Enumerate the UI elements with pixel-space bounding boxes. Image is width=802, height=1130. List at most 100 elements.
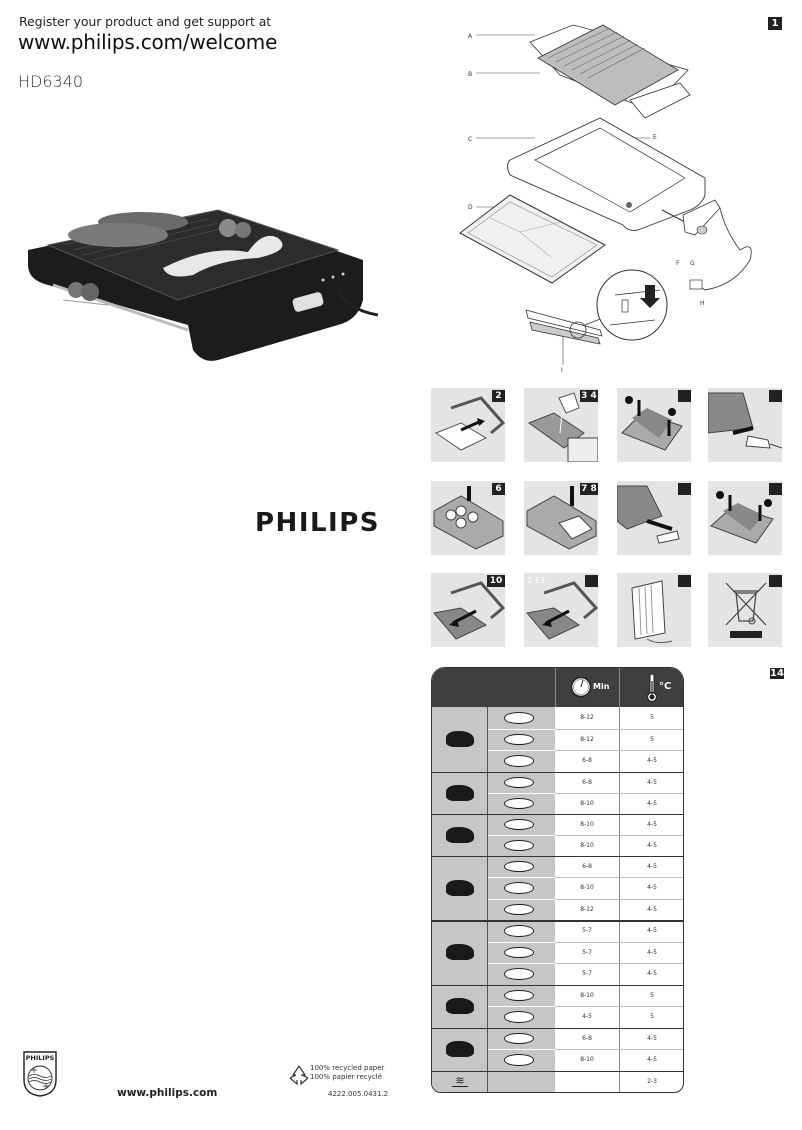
welcome-url[interactable]: www.philips.com/welcome [18, 30, 278, 54]
lamb-leg-icon [504, 818, 534, 830]
temperature-setting: 5 [650, 991, 654, 999]
temperature-setting: 5 [650, 1013, 654, 1021]
svg-text:F: F [676, 260, 680, 267]
pig-icon [446, 784, 474, 801]
thin-sausage-icon [504, 1032, 534, 1044]
product-photo [28, 209, 378, 361]
step-badge [678, 575, 691, 587]
cooking-time: 3-4 [555, 1092, 619, 1093]
step-badge [769, 483, 782, 495]
svg-text:2 13: 2 13 [527, 576, 545, 585]
svg-text:PHILIPS: PHILIPS [26, 1054, 55, 1062]
weee-bin-icon [725, 582, 767, 638]
model-number: HD6340 [18, 72, 84, 91]
cooking-time: 5-7 [582, 948, 592, 956]
cooking-time: 8-10 [580, 884, 594, 892]
fish-icon [446, 944, 474, 961]
temperature-setting: 5 [650, 714, 654, 722]
step-panel [708, 481, 782, 555]
step-badge: 3 4 [580, 390, 598, 402]
svg-text:D: D [468, 204, 473, 211]
step-panel: 7 8 [524, 481, 598, 555]
svg-text:B: B [468, 71, 472, 78]
pork-chops-icon [504, 797, 534, 809]
temperature-setting: 4-5 [647, 1056, 657, 1064]
lamb-icon [446, 826, 474, 843]
cooking-time: 8-12 [580, 735, 594, 743]
temperature-setting: 4-5 [647, 905, 657, 913]
step-panel: 2 13 [524, 573, 598, 647]
cooking-time: 6-8 [582, 778, 592, 786]
step-badge: 2 [492, 390, 505, 402]
chicken-icon [446, 879, 474, 896]
temperature-setting: 4-5 [647, 970, 657, 978]
step-panel [617, 573, 691, 647]
lamb-chops-icon [504, 839, 534, 851]
figure-number-badge: 14 [770, 668, 784, 679]
cooking-time: 5-7 [582, 927, 592, 935]
recycled-paper-en: 100% recycled paper [310, 1064, 385, 1072]
temperature-setting: 4-5 [647, 820, 657, 828]
step-badge [769, 390, 782, 402]
step-panel [617, 388, 691, 462]
step-panel [708, 573, 782, 647]
register-text: Register your product and get support at [19, 14, 272, 29]
step-badge: 10 [487, 575, 505, 587]
document-number: 4222.005.0431.2 [328, 1090, 389, 1098]
svg-text:G: G [690, 260, 695, 267]
step-badge: 7 8 [580, 483, 598, 495]
shrimp-icon [504, 968, 534, 980]
step-badge: 6 [492, 483, 505, 495]
temperature-setting: 4-5 [647, 948, 657, 956]
chicken-wing-icon [504, 882, 534, 894]
thermometer-icon [646, 673, 658, 703]
philips-wordmark: PHILIPS [255, 508, 381, 538]
fish-fillet-icon [504, 946, 534, 958]
burgers-icon [504, 755, 534, 767]
svg-text:A: A [468, 33, 473, 40]
chicken-fillet-icon [504, 860, 534, 872]
svg-text:E: E [653, 134, 657, 141]
cooking-time: 6-8 [582, 862, 592, 870]
heat-icon: ≋ [452, 1074, 468, 1087]
step-panel: 2 [431, 388, 505, 462]
cooking-time: 8-10 [580, 820, 594, 828]
cooking-time: 6-8 [582, 1034, 592, 1042]
thick-sausage-icon [504, 1054, 534, 1066]
temperature-setting: 4-5 [647, 799, 657, 807]
cooking-time: 8-10 [580, 841, 594, 849]
temperature-setting: 4-5 [647, 778, 657, 786]
parts-diagram: A B C D E F G H I [459, 24, 752, 374]
steak-bone-icon [504, 712, 534, 724]
temperature-setting: 2-3 [647, 1077, 657, 1085]
vegetable-skewer-icon [504, 1011, 534, 1023]
recycled-paper-fr: 100% papier recyclé [310, 1073, 382, 1081]
cooking-time: 8-10 [580, 799, 594, 807]
cow-icon [446, 731, 474, 748]
svg-text:C: C [468, 136, 472, 143]
cooking-time: 8-12 [580, 714, 594, 722]
footer-url[interactable]: www.philips.com [117, 1087, 218, 1099]
steak-icon [504, 733, 534, 745]
temperature-setting: 4-5 [647, 927, 657, 935]
philips-shield-logo: PHILIPS [23, 1051, 57, 1097]
step-panel [617, 481, 691, 555]
recycle-icon [289, 1065, 309, 1086]
temperature-setting: 4-5 [647, 1034, 657, 1042]
step-badge [678, 483, 691, 495]
fish-steaks-icon [504, 925, 534, 937]
chicken-drumstick-icon [504, 903, 534, 915]
step-panel: 6 [431, 481, 505, 555]
cooking-time: 4-5 [582, 1013, 592, 1021]
meat-skewer-icon [504, 989, 534, 1001]
temperature-setting: 4-5 [647, 884, 657, 892]
sausage-icon [446, 1041, 474, 1057]
step-badge [769, 575, 782, 587]
step-badge [678, 390, 691, 402]
cooking-time: 5-7 [582, 970, 592, 978]
table-header [432, 668, 683, 707]
temperature-setting: 1-2 [619, 1092, 684, 1093]
cooking-time: 6-8 [582, 757, 592, 765]
step-badge [585, 575, 598, 587]
